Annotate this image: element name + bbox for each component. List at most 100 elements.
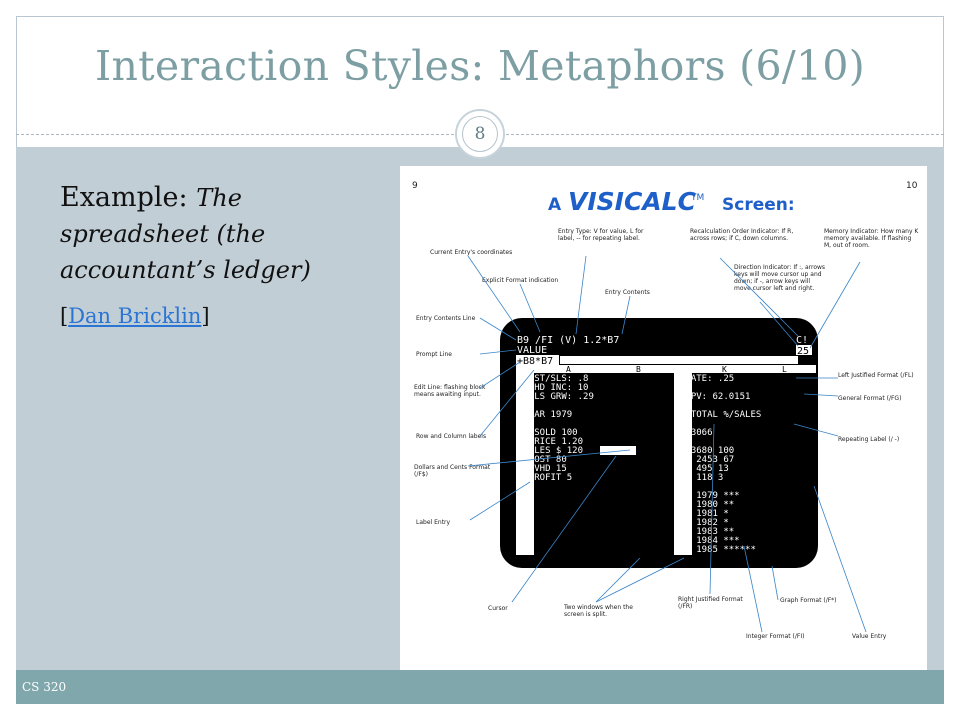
screen-indicator-memory-bg <box>796 345 812 355</box>
label-value-entry: Value Entry <box>852 633 887 640</box>
left-window-row-3: 3 SLS GRW: .29 <box>518 392 594 402</box>
right-window-row-5: 5 TOTAL %/SALES <box>680 410 761 420</box>
spreadsheet-cursor <box>600 446 636 455</box>
page-number-right: 10 <box>906 181 918 191</box>
left-window-row-8: 8 PRICE 1.20 <box>518 437 583 447</box>
right-window-row-11: 11 495 13 <box>680 464 729 474</box>
label-recalc-box: Recalculation Order Indicator: If R, acr… <box>690 228 793 242</box>
column-label-l: L <box>782 365 787 374</box>
left-window-row-13: 13 <box>518 482 529 492</box>
left-window-row-16: 16 <box>518 509 529 519</box>
example-line: Example: The spreadsheet (the accountant… <box>60 180 370 288</box>
example-text: The spreadsheet (the accountant’s ledger… <box>60 184 311 284</box>
right-window-row-4: 4 <box>680 401 685 411</box>
figure-heading-screen: Screen: <box>722 195 795 215</box>
label-right-just-box: Right Justified Format (/FR) <box>678 596 743 610</box>
label-edit-line-box: Edit Line: flashing block means awaiting… <box>414 384 486 398</box>
left-window-row-17: 17 <box>518 518 529 528</box>
label-dollars: Dollars and Cents Format (/F$) <box>414 464 491 478</box>
figure-heading-a: A <box>548 195 562 215</box>
page-number-left: 9 <box>412 181 418 191</box>
label-entry-type: Entry Type: V for value, L for label, --… <box>558 228 644 242</box>
left-window-row-9: 9SALES $ 120 <box>518 446 583 456</box>
citation-open: [ <box>60 304 69 328</box>
left-window-row-4: 4 <box>518 401 523 411</box>
screen-prompt: VALUE <box>517 345 547 356</box>
right-window-row-7: 7 3066 <box>680 428 713 438</box>
right-window-row-13: 13 <box>680 482 691 492</box>
right-window-row-20: 20 1985 ****** <box>680 545 756 555</box>
column-label-a: A <box>566 365 571 374</box>
slide-title: Interaction Styles: Metaphors (6/10) <box>94 42 866 90</box>
right-window-row-15: 15 1980 ** <box>680 500 734 510</box>
left-window-row-1: 1COST/SLS: .8 <box>518 374 588 384</box>
slide-number-badge: 8 <box>455 109 505 159</box>
right-window-row-9: 9 3680 100 <box>680 446 734 456</box>
label-entry-contents: Entry Contents <box>605 289 650 296</box>
label-row-col: Row and Column labels <box>416 433 486 440</box>
left-window-row-10: 10COST 80 <box>518 455 567 465</box>
label-memory: Memory Indicator: How many K memory avai… <box>824 228 919 249</box>
label-memory-box: Memory Indicator: How many K memory avai… <box>824 228 919 249</box>
screen-edit: +B8*B7 <box>517 356 553 367</box>
left-window-row-7: 7# SOLD 100 <box>518 428 578 438</box>
dan-bricklin-link[interactable]: Dan Bricklin <box>68 304 202 328</box>
citation: [Dan Bricklin] <box>60 304 370 328</box>
right-window-row-8: 8 <box>680 437 685 447</box>
visicalc-diagram: 9 10 A VISICALC TM Screen: Current Entry… <box>412 181 919 640</box>
body-text: Example: The spreadsheet (the accountant… <box>60 180 370 328</box>
right-window-row-19: 19 1984 *** <box>680 536 740 546</box>
left-window-row-20: 20 <box>518 545 529 555</box>
label-two-windows: Two windows when the screen is split. <box>564 604 633 618</box>
column-label-b: B <box>636 365 641 374</box>
label-integer: Integer Format (/FI) <box>746 633 804 640</box>
left-window-row-18: 18 <box>518 527 529 537</box>
label-dollars-box: Dollars and Cents Format (/F$) <box>414 464 491 478</box>
label-right-just: Right Justified Format (/FR) <box>678 596 743 610</box>
column-header-bar-right <box>688 365 816 373</box>
label-graph: Graph Format (/F*) <box>780 597 837 604</box>
column-header-bar-top <box>560 356 798 364</box>
screen-edit-bg <box>516 355 559 365</box>
right-window-row-12: 12 118 3 <box>680 473 723 483</box>
label-two-windows-box: Two windows when the screen is split. <box>564 604 633 618</box>
visicalc-figure: 9 10 A VISICALC TM Screen: Current Entry… <box>400 166 927 698</box>
left-window-row-6: 6 <box>518 419 523 429</box>
left-window-row-2: 2OVHD INC: 10 <box>518 383 588 393</box>
right-window-row-2: 2 <box>680 383 685 393</box>
label-direction-box: Direction Indicator: If :, arrows keys w… <box>734 264 826 292</box>
right-window-row-18: 18 1983 ** <box>680 527 734 537</box>
label-direction: Direction Indicator: If :, arrows keys w… <box>734 264 826 292</box>
label-explicit-format: Explicit Format indication <box>482 277 558 284</box>
left-window-row-11: 11OVHD 15 <box>518 464 567 474</box>
right-window-row-1: 1RATE: .25 <box>680 374 734 384</box>
label-entry-contents-line: Entry Contents Line <box>416 315 476 322</box>
column-label-k: K <box>722 365 727 374</box>
label-edit-line: Edit Line: flashing block means awaiting… <box>414 384 486 398</box>
monitor-screen <box>500 318 818 568</box>
label-left-just: Left Justified Format (/FL) <box>838 372 914 379</box>
right-window-row-16: 16 1981 * <box>680 509 729 519</box>
label-label-entry: Label Entry <box>416 519 451 526</box>
left-window-row-19: 19 <box>518 536 529 546</box>
left-window-row-14: 14 <box>518 491 529 501</box>
label-cursor: Cursor <box>488 605 508 612</box>
right-window-row-17: 17 1982 * <box>680 518 729 528</box>
left-window-row-5: 5YEAR 1979 <box>518 410 572 420</box>
label-left-just-box: Left Justified Format (/FL) <box>838 372 914 379</box>
column-header-bar-left <box>516 365 674 373</box>
label-general: General Format (/FG) <box>838 395 901 402</box>
visicalc-logo: VISICALC <box>568 187 697 216</box>
right-window-row-3: 3NPV: 62.0151 <box>680 392 750 402</box>
screen-status-line: B9 /FI (V) 1.2*B7 <box>517 335 619 346</box>
right-window-row-14: 14 1979 *** <box>680 491 740 501</box>
citation-close: ] <box>201 304 210 328</box>
left-window-row-15: 15 <box>518 500 529 510</box>
screen-indicator-memory: 25 <box>797 346 809 357</box>
label-entry-type-box: Entry Type: V for value, L for label, --… <box>558 228 644 242</box>
label-repeating: Repeating Label (/ -) <box>838 436 899 443</box>
footer-course: CS 320 <box>22 680 67 694</box>
trademark-mark: TM <box>690 193 704 203</box>
